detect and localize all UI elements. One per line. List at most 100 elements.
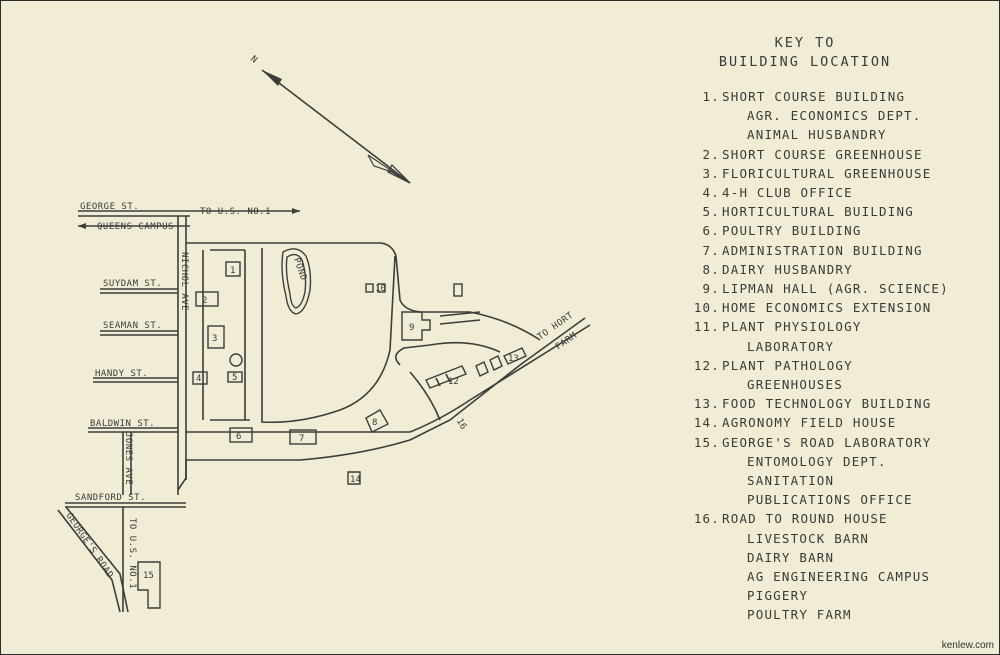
- key-item-label: POULTRY BUILDING: [722, 223, 862, 239]
- key-item: 13.FOOD TECHNOLOGY BUILDING: [690, 394, 990, 413]
- building-key: KEY TO BUILDING LOCATION 1.SHORT COURSE …: [690, 34, 990, 625]
- building-6: 6: [229, 427, 253, 443]
- key-item-number: 13.: [693, 396, 720, 412]
- key-item: 11.PLANT PHYSIOLOGY: [690, 317, 990, 336]
- key-item-label: FLORICULTURAL GREENHOUSE: [722, 165, 932, 181]
- key-item-label: ADMINISTRATION BUILDING: [722, 242, 923, 258]
- key-item-number: 2.: [702, 146, 720, 162]
- key-item-subline: AG ENGINEERING CAMPUS: [747, 569, 931, 585]
- key-item: 2.SHORT COURSE GREENHOUSE: [690, 145, 990, 164]
- key-item: 15.GEORGE'S ROAD LABORATORY: [690, 433, 990, 452]
- street-jones-ave: JONES AVE: [123, 432, 133, 485]
- svg-text:10: 10: [375, 284, 386, 294]
- street-georges-road: GEORGE'S ROAD: [64, 511, 115, 580]
- key-item: 10.HOME ECONOMICS EXTENSION: [690, 298, 990, 317]
- key-item-number: 7.: [702, 242, 720, 258]
- street-to-us1-bottom: TO U.S. NO.1: [127, 518, 137, 589]
- key-item-number: 12.: [693, 357, 720, 373]
- key-item: 4.4-H CLUB OFFICE: [690, 183, 990, 202]
- north-label: N: [248, 54, 259, 65]
- key-item-number: 8.: [702, 261, 720, 277]
- north-arrow-icon: N: [248, 54, 411, 184]
- road-16: 16: [454, 417, 468, 431]
- street-nichol-ave: NICHOL AVE: [179, 252, 189, 311]
- svg-text:6: 6: [236, 432, 241, 442]
- key-item-label: PLANT PATHOLOGY: [722, 357, 853, 373]
- svg-text:16: 16: [454, 417, 468, 431]
- key-item-number: 10.: [693, 300, 720, 316]
- key-title-line2: BUILDING LOCATION: [718, 54, 892, 70]
- key-item-label: GEORGE'S ROAD LABORATORY: [722, 434, 932, 450]
- svg-text:13: 13: [508, 354, 519, 364]
- street-george: GEORGE ST.: [80, 202, 139, 212]
- street-seaman: SEAMAN ST.: [103, 321, 162, 331]
- key-item: 14.AGRONOMY FIELD HOUSE: [690, 413, 990, 432]
- svg-text:9: 9: [409, 323, 414, 333]
- key-item: 9.LIPMAN HALL (AGR. SCIENCE): [690, 279, 990, 298]
- street-farm: FARM: [554, 331, 579, 353]
- svg-text:7: 7: [299, 434, 304, 444]
- key-item-label: HORTICULTURAL BUILDING: [722, 204, 914, 220]
- key-title-line1: KEY TO: [774, 35, 836, 51]
- svg-text:2: 2: [202, 296, 207, 306]
- key-item-label: FOOD TECHNOLOGY BUILDING: [722, 396, 932, 412]
- key-item-number: 11.: [693, 319, 720, 335]
- building-12: 12: [425, 365, 467, 389]
- key-title: KEY TO BUILDING LOCATION: [690, 34, 920, 72]
- svg-text:12: 12: [448, 377, 459, 387]
- key-item-number: 3.: [702, 165, 720, 181]
- key-item-subline: GREENHOUSES: [747, 377, 843, 393]
- street-sandford: SANDFORD ST.: [75, 493, 146, 503]
- key-item: 5.HORTICULTURAL BUILDING: [690, 202, 990, 221]
- building-1: 1: [225, 261, 241, 277]
- key-item-number: 15.: [693, 434, 720, 450]
- building-4: 4: [192, 371, 208, 385]
- key-item-subline: ANIMAL HUSBANDRY: [747, 127, 887, 143]
- street-suydam: SUYDAM ST.: [103, 279, 162, 289]
- street-to-us1-top: TO U.S. NO.1: [200, 207, 271, 217]
- svg-text:5: 5: [232, 373, 237, 383]
- building-9: 9: [401, 311, 431, 341]
- key-item-subline: POULTRY FARM: [747, 607, 852, 623]
- street-baldwin: BALDWIN ST.: [90, 419, 155, 429]
- building-7: 7: [289, 429, 317, 445]
- key-item-label: SHORT COURSE BUILDING: [722, 89, 906, 104]
- building-14: 14: [347, 471, 361, 485]
- building-11: 11: [439, 283, 481, 325]
- key-item: 1.SHORT COURSE BUILDING: [690, 87, 990, 106]
- key-item: 8.DAIRY HUSBANDRY: [690, 260, 990, 279]
- building-15: 15: [137, 561, 161, 609]
- campus-map: N GEORGE ST. TO U.S. NO.1 QUEENS CAMPUS …: [57, 54, 591, 613]
- key-item-subline: PIGGERY: [747, 588, 809, 604]
- key-item-label: DAIRY HUSBANDRY: [722, 261, 853, 277]
- key-item-subline: LABORATORY: [747, 338, 835, 354]
- key-item: 12.PLANT PATHOLOGY: [690, 356, 990, 375]
- pond: [281, 248, 312, 315]
- key-item-subline: PUBLICATIONS OFFICE: [747, 492, 913, 508]
- key-item-number: 1.: [702, 89, 720, 104]
- key-item: 7.ADMINISTRATION BUILDING: [690, 241, 990, 260]
- key-item-label: LIPMAN HALL (AGR. SCIENCE): [722, 281, 949, 297]
- key-item-subline: LIVESTOCK BARN: [747, 530, 870, 546]
- key-item-label: ROAD TO ROUND HOUSE: [722, 511, 888, 527]
- key-item-label: HOME ECONOMICS EXTENSION: [722, 300, 932, 316]
- svg-text:3: 3: [212, 334, 217, 344]
- svg-text:1: 1: [230, 266, 235, 276]
- building-5: 5: [227, 353, 243, 383]
- key-item-subline: DAIRY BARN: [747, 549, 835, 565]
- key-item: 6.POULTRY BUILDING: [690, 221, 990, 240]
- street-queens-campus: QUEENS CAMPUS: [97, 222, 174, 232]
- key-item-number: 16.: [693, 511, 720, 527]
- key-item-number: 6.: [702, 223, 720, 239]
- key-item-label: SHORT COURSE GREENHOUSE: [722, 146, 923, 162]
- key-item-number: 4.: [702, 185, 720, 201]
- svg-text:4: 4: [196, 374, 201, 384]
- key-item-number: 14.: [693, 415, 720, 431]
- pond-label: POND: [291, 257, 308, 283]
- building-13: 13: [475, 347, 527, 377]
- key-item-subline: SANITATION: [747, 473, 835, 489]
- key-item-label: PLANT PHYSIOLOGY: [722, 319, 862, 335]
- key-item-label: AGRONOMY FIELD HOUSE: [722, 415, 897, 431]
